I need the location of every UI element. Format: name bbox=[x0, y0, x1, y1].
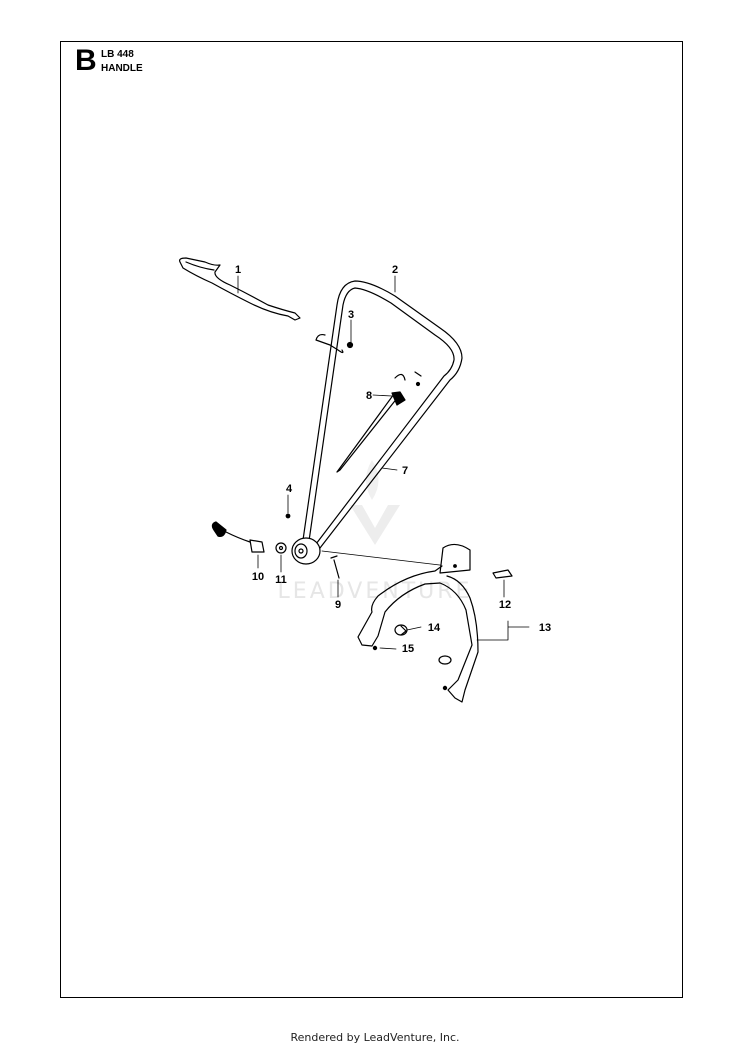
callout-9: 9 bbox=[335, 599, 341, 611]
section-letter: B bbox=[75, 44, 97, 77]
diagram-frame bbox=[60, 41, 683, 998]
callout-10: 10 bbox=[252, 571, 264, 583]
callout-7: 7 bbox=[402, 465, 408, 477]
callout-8: 8 bbox=[366, 390, 372, 402]
model-number: LB 448 bbox=[101, 49, 134, 60]
watermark: LEADVENTURE bbox=[278, 460, 469, 604]
part-11-washer bbox=[275, 542, 287, 554]
diagram-title: HANDLE bbox=[101, 63, 143, 74]
callout-3: 3 bbox=[348, 309, 354, 321]
callout-14: 14 bbox=[428, 622, 441, 634]
footer-credit: Rendered by LeadVenture, Inc. bbox=[290, 1031, 460, 1044]
callout-15: 15 bbox=[402, 643, 414, 655]
part-1-cable bbox=[179, 257, 301, 321]
callout-12: 12 bbox=[499, 599, 511, 611]
callout-11: 11 bbox=[275, 574, 287, 586]
part-10-grip bbox=[211, 521, 265, 553]
part-2-upper-handle bbox=[302, 280, 463, 549]
part-15-pin bbox=[372, 645, 378, 651]
leader-lines bbox=[237, 275, 530, 650]
callout-2: 2 bbox=[392, 264, 398, 276]
callout-1: 1 bbox=[235, 264, 241, 276]
part-14-knob bbox=[394, 624, 408, 636]
part-8-clip bbox=[391, 391, 406, 406]
part-9-bolt bbox=[330, 555, 340, 579]
part-3-nut bbox=[346, 341, 354, 349]
handle-hub bbox=[291, 537, 321, 565]
part-4-pin bbox=[285, 513, 291, 519]
part-13-lower-frame bbox=[357, 543, 479, 703]
callout-labels: 1 2 3 4 7 8 9 10 11 12 13 14 15 bbox=[235, 264, 551, 655]
part-12-bolt bbox=[492, 569, 513, 579]
callout-13: 13 bbox=[539, 622, 551, 634]
callout-4: 4 bbox=[286, 483, 293, 495]
